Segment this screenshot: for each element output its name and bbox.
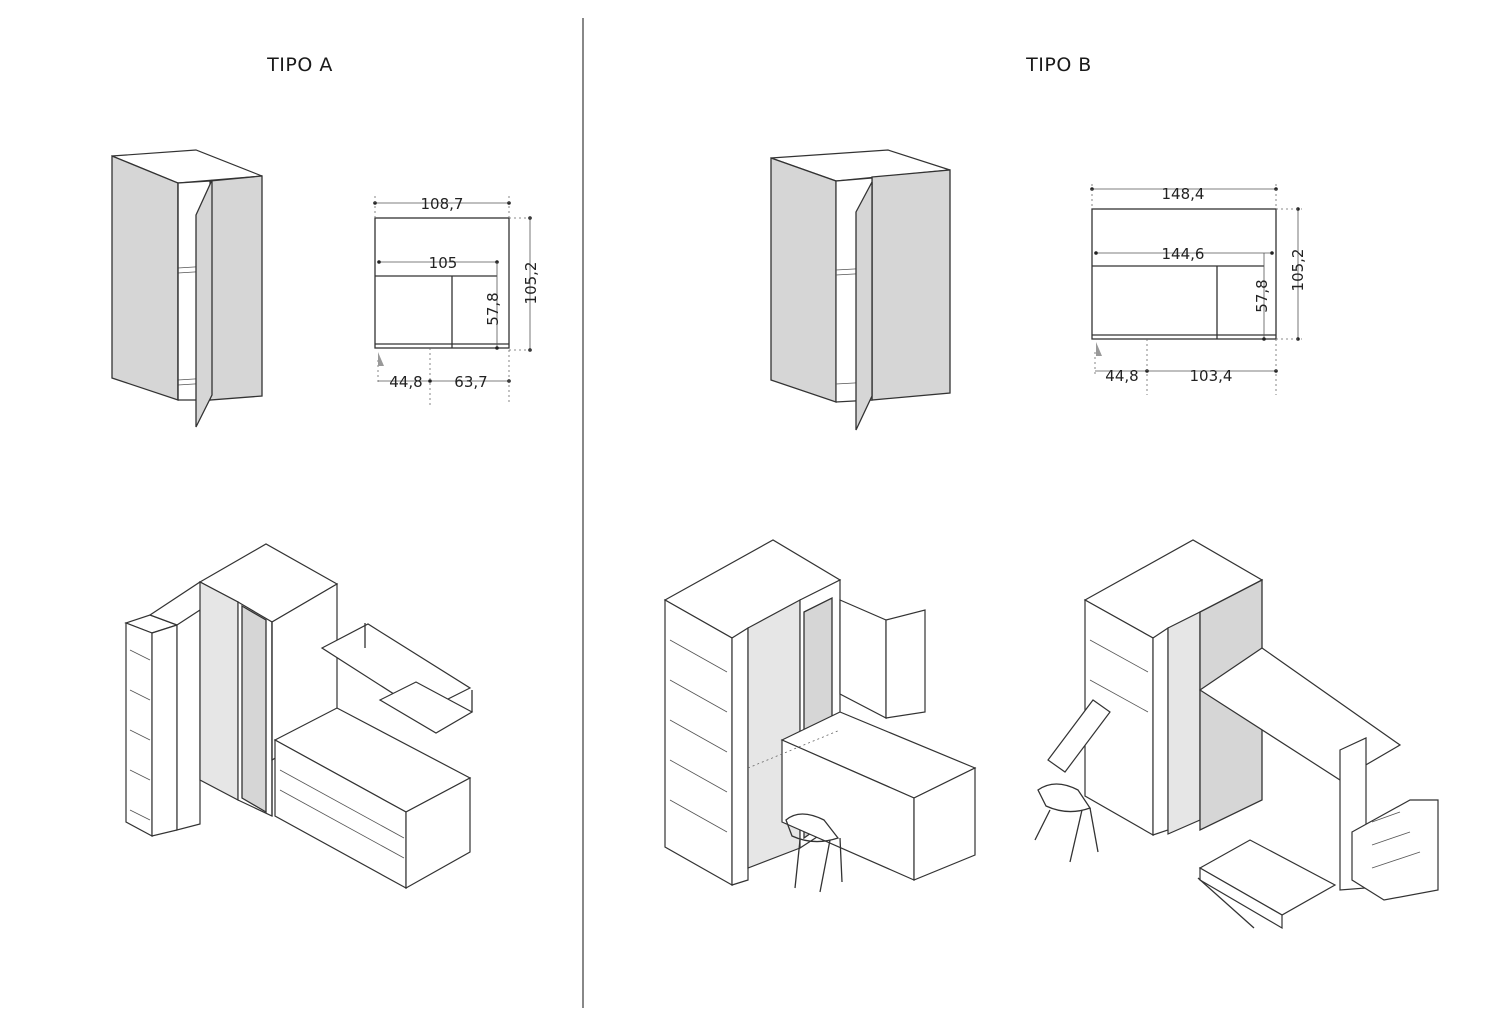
composition-b1 [663, 539, 977, 893]
dim-b-depth-inner: 57,8 [1253, 279, 1271, 312]
plan-a [373, 196, 534, 405]
panel-a-title: TIPO A [267, 54, 333, 76]
dim-b-width-inner: 144,6 [1162, 245, 1205, 263]
dim-a-width-inner: 105 [429, 254, 458, 272]
panel-b-title: TIPO B [1026, 54, 1092, 76]
dim-a-width-outer: 108,7 [421, 195, 464, 213]
composition-b2 [1034, 539, 1439, 930]
plan-b [1090, 184, 1302, 395]
panel-divider [582, 18, 584, 1008]
composition-a [124, 543, 474, 890]
dim-a-side-right: 63,7 [454, 373, 487, 391]
dim-b-height-outer: 105,2 [1289, 249, 1307, 292]
dim-b-side-left: 44,8 [1105, 367, 1138, 385]
dim-a-height-outer: 105,2 [522, 262, 540, 305]
dim-a-side-left: 44,8 [389, 373, 422, 391]
dim-a-depth-inner: 57,8 [484, 292, 502, 325]
wardrobe-b-isometric [770, 149, 951, 431]
dim-b-side-right: 103,4 [1190, 367, 1233, 385]
wardrobe-a-isometric [111, 149, 263, 428]
dim-b-width-outer: 148,4 [1162, 185, 1205, 203]
